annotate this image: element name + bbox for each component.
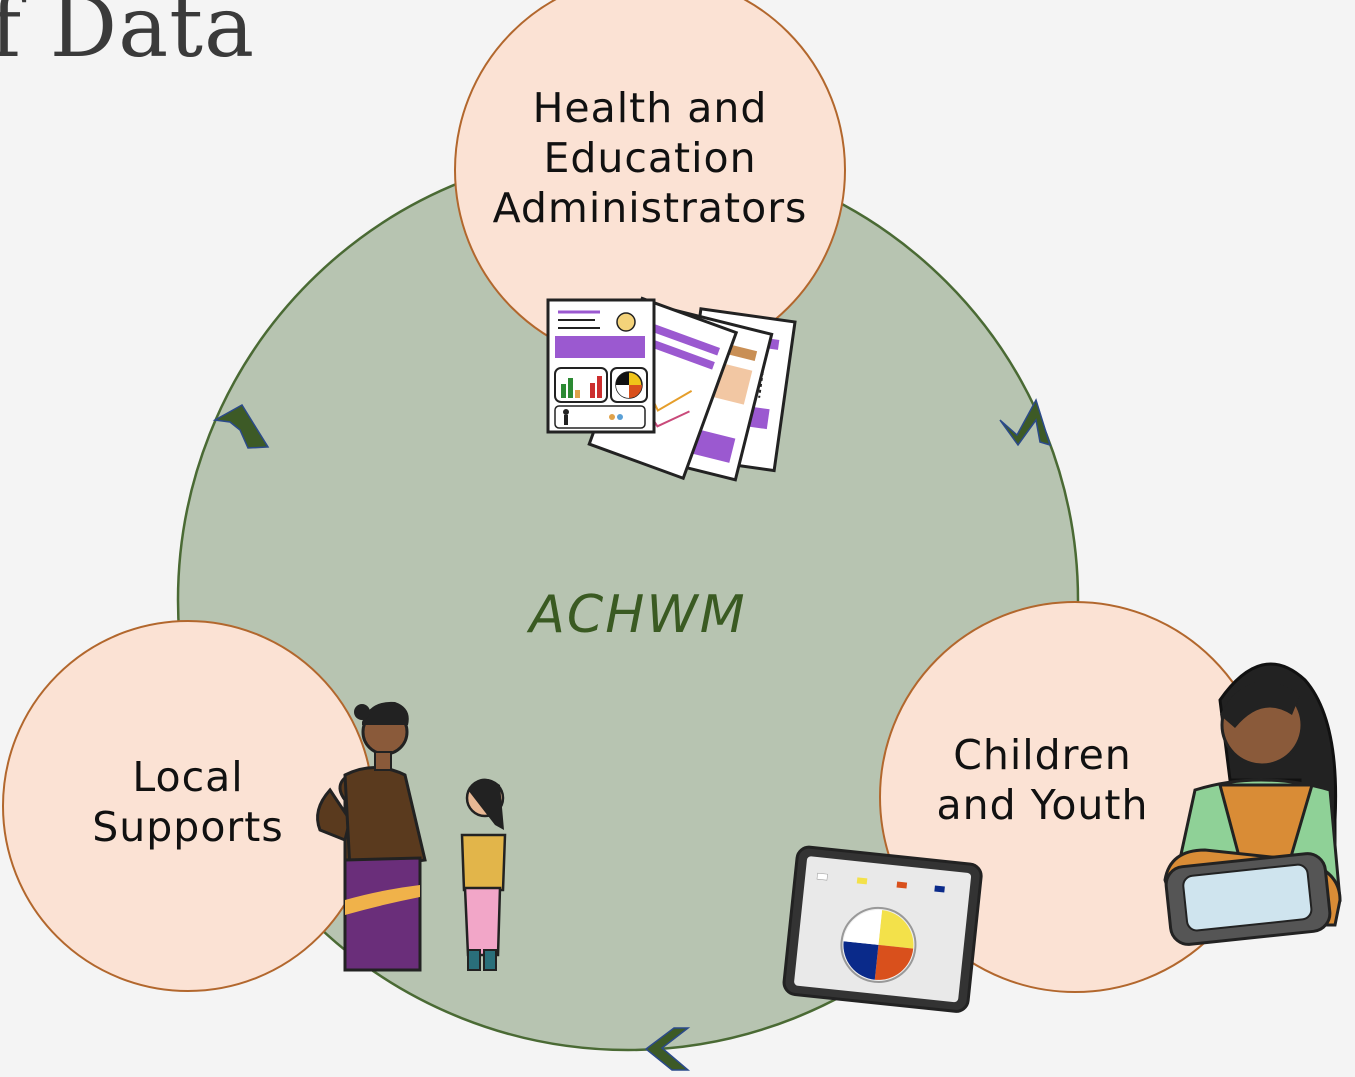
- center-label: ACHWM: [529, 585, 747, 645]
- youth-with-tablet-icon: [1163, 662, 1342, 946]
- elder-and-child-icon: [316, 701, 507, 972]
- report-documents-icon: [546, 296, 797, 482]
- node-local-label: Local Supports: [92, 753, 284, 852]
- cycle-arrow-icon: [644, 1027, 691, 1071]
- page-title-fragment: f Data: [0, 0, 256, 76]
- node-children-label: Children and Youth: [936, 731, 1149, 830]
- balance-chart-tablet-icon: [782, 845, 983, 1013]
- cycle-arrow-icon: [999, 398, 1052, 447]
- node-health-label: Health and Education Administrators: [492, 84, 808, 233]
- cycle-arrow-icon: [212, 403, 270, 449]
